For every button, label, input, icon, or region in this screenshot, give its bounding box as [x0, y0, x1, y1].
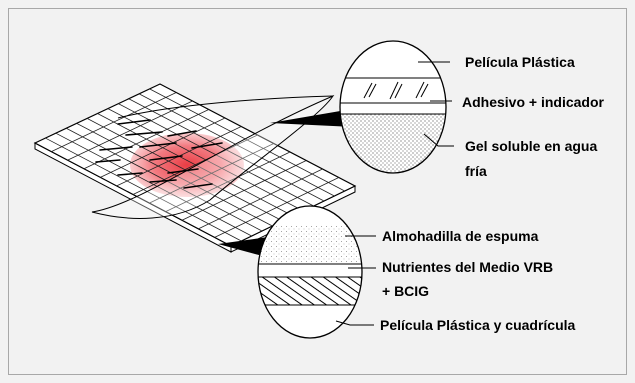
film-streaks [95, 119, 223, 189]
lifted-film-edge [117, 95, 334, 119]
grid-line [214, 177, 339, 238]
grid-line [138, 93, 335, 197]
top-magnifier [339, 40, 447, 174]
label-cold-water-gel-line2: fría [465, 163, 487, 179]
label-nutrients-line2: + BCIG [382, 283, 429, 299]
top-callout-pointer [270, 109, 354, 127]
bottom-magnifier [257, 205, 363, 339]
grid-line [149, 88, 345, 192]
label-adhesive-indicator: Adhesivo + indicador [462, 94, 605, 110]
label-cold-water-gel: Gel soluble en agua [465, 138, 597, 154]
plate-grid [45, 88, 345, 242]
label-nutrients: Nutrientes del Medio VRB [382, 259, 553, 275]
leader-lines [335, 61, 454, 326]
label-plastic-film: Película Plástica [465, 54, 575, 70]
label-foam-pad: Almohadilla de espuma [382, 228, 539, 244]
bottom-callout-pointer [218, 237, 270, 258]
label-plastic-film-grid: Película Plástica y cuadrícula [380, 317, 576, 333]
